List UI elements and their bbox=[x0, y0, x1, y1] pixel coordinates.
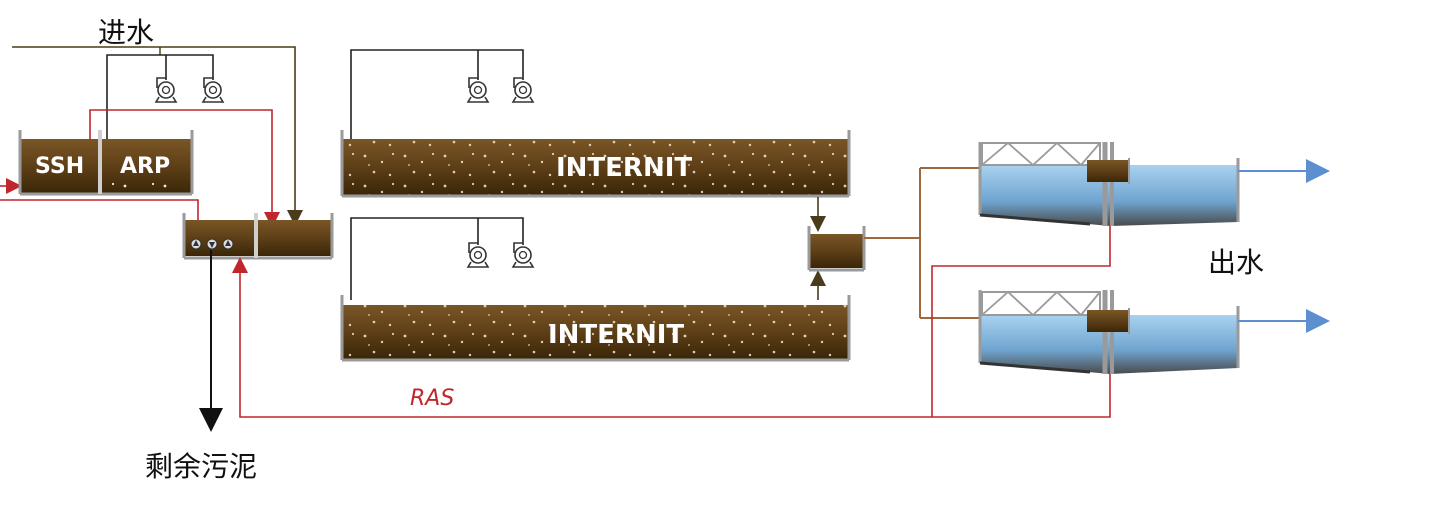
distribution-tank bbox=[182, 213, 334, 260]
internit-top-label: INTERNIT bbox=[556, 153, 692, 183]
ssh-label: SSH bbox=[35, 154, 84, 179]
internit-top-tank: INTERNIT bbox=[340, 130, 851, 198]
internit-bottom-tank: INTERNIT bbox=[340, 295, 851, 362]
pump-icon bbox=[467, 242, 489, 268]
clarifier-feed-pipes bbox=[864, 167, 985, 319]
ras-label: RAS bbox=[410, 386, 454, 411]
excess-sludge-label: 剩余污泥 bbox=[145, 450, 257, 483]
influent-lines bbox=[12, 46, 303, 226]
blower-icon bbox=[202, 77, 224, 103]
internit-bottom-label: INTERNIT bbox=[548, 320, 684, 350]
degassing-tank bbox=[807, 226, 866, 272]
arp-label: ARP bbox=[120, 154, 170, 179]
blower-icon bbox=[512, 242, 534, 268]
clarifier-top bbox=[978, 141, 1240, 226]
ras-return-lines bbox=[232, 226, 1111, 418]
pump-icon bbox=[155, 77, 177, 103]
influent-label: 进水 bbox=[98, 16, 154, 49]
clarifier-bottom bbox=[978, 290, 1240, 374]
effluent-label: 出水 bbox=[1208, 246, 1264, 279]
internit-bottom-air-piping bbox=[350, 217, 524, 300]
blower-icon bbox=[512, 77, 534, 103]
pump-icon bbox=[467, 77, 489, 103]
ssh-arp-tank: SSH ARP bbox=[18, 130, 194, 196]
internit-top-air-piping bbox=[350, 49, 524, 140]
